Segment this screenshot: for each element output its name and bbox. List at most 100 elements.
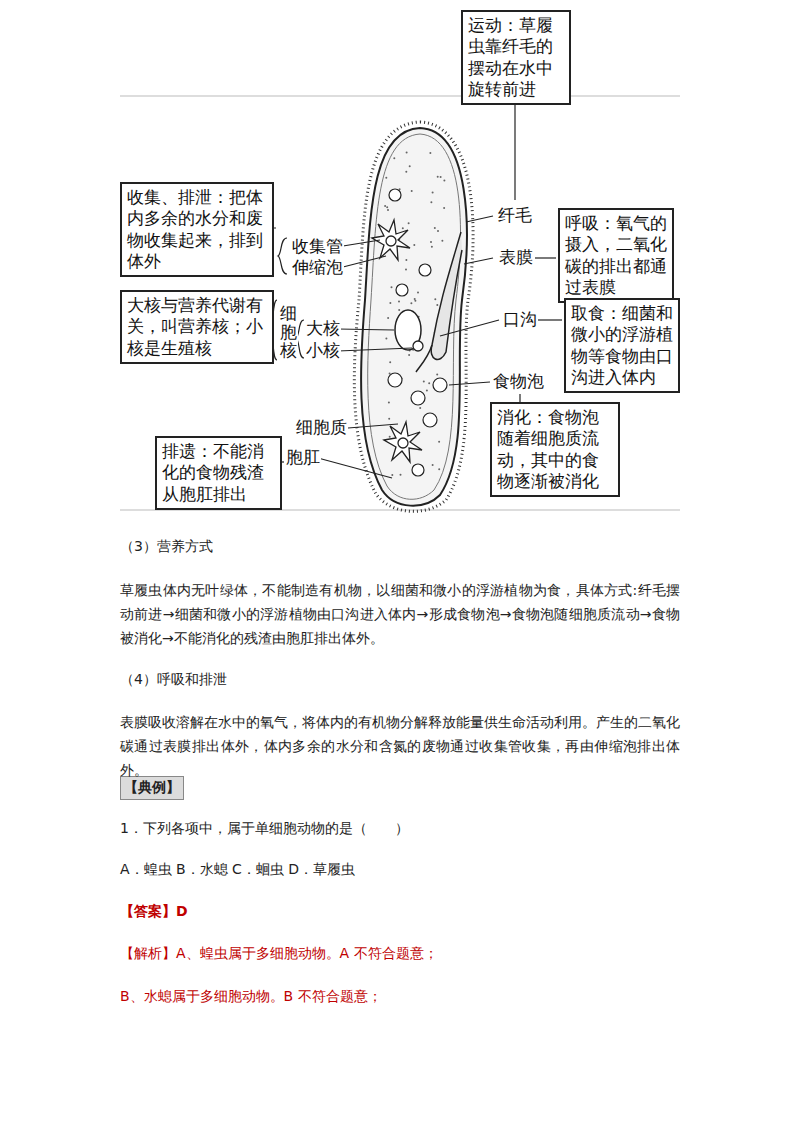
food-vacuole bbox=[412, 464, 424, 476]
granule bbox=[402, 227, 404, 229]
cilia bbox=[354, 122, 473, 511]
granule bbox=[410, 302, 412, 304]
part-label: 口沟 bbox=[502, 309, 538, 329]
granule bbox=[391, 474, 393, 476]
callout-box: 消化：食物泡随着细胞质流动，其中的食物逐渐被消化 bbox=[490, 402, 620, 497]
granule bbox=[428, 382, 430, 384]
analysis: 【解析】A、蝗虫属于多细胞动物。A 不符合题意； bbox=[120, 941, 438, 965]
callout-box: 大核与营养代谢有关，叫营养核；小核是生殖核 bbox=[120, 290, 274, 364]
food-vacuole bbox=[396, 284, 408, 296]
granule bbox=[440, 176, 442, 178]
leader-line bbox=[440, 320, 499, 336]
granule bbox=[441, 240, 443, 242]
callout-text: 大核与营养代谢有关，叫营养核；小核是生殖核 bbox=[127, 295, 267, 359]
callout-box: 取食：细菌和微小的浮游植物等食物由口沟进入体内 bbox=[564, 298, 680, 393]
callout-box: 运动：草履虫靠纤毛的摆动在水中旋转前进 bbox=[461, 10, 571, 105]
part-label: 食物泡 bbox=[492, 371, 545, 391]
granule bbox=[430, 201, 432, 203]
granule bbox=[406, 151, 408, 153]
granule bbox=[419, 407, 421, 409]
vacuole-star bbox=[384, 422, 422, 462]
oral-groove bbox=[431, 232, 462, 359]
callout-text: 消化：食物泡随着细胞质流动，其中的食物逐渐被消化 bbox=[497, 407, 613, 492]
food-vacuole bbox=[423, 413, 437, 427]
granule bbox=[431, 246, 433, 248]
analysis: B、水螅属于多细胞动物。B 不符合题意； bbox=[120, 984, 382, 1008]
part-label: 细胞质 bbox=[295, 417, 348, 437]
leader-line bbox=[318, 458, 392, 478]
granule bbox=[414, 298, 416, 300]
granule bbox=[434, 227, 436, 229]
granule bbox=[405, 171, 407, 173]
leader-line bbox=[535, 257, 556, 258]
granule bbox=[408, 354, 410, 356]
granule bbox=[411, 190, 413, 192]
granule bbox=[417, 292, 419, 294]
brace bbox=[278, 238, 287, 274]
food-vacuole bbox=[411, 391, 425, 405]
leader-line bbox=[338, 348, 412, 351]
granule bbox=[389, 436, 391, 438]
granule bbox=[386, 206, 388, 208]
granule bbox=[436, 374, 438, 376]
granule bbox=[423, 381, 425, 383]
granule bbox=[432, 192, 434, 194]
part-label: 细胞核 bbox=[279, 304, 298, 360]
callout-box: 排遗：不能消化的食物残渣从胞肛排出 bbox=[155, 436, 282, 510]
food-vacuole bbox=[433, 378, 447, 392]
part-label: 纤毛 bbox=[497, 205, 533, 225]
answer: 【答案】D bbox=[120, 899, 188, 923]
leader-line bbox=[519, 394, 520, 402]
paragraph: 草履虫体内无叶绿体，不能制造有机物，以细菌和微小的浮游植物为食，具体方式:纤毛摆… bbox=[120, 578, 680, 650]
granule bbox=[389, 302, 391, 304]
granule bbox=[389, 361, 391, 363]
image-frame bbox=[120, 96, 680, 510]
granule bbox=[430, 241, 432, 243]
leader-line bbox=[514, 104, 515, 200]
cytoplasm-granules bbox=[384, 151, 445, 476]
leader-line bbox=[464, 258, 493, 264]
options: A．蝗虫 B．水螅 C．蛔虫 D．草履虫 bbox=[120, 857, 355, 881]
granule bbox=[405, 269, 407, 271]
section-heading: （3）营养方式 bbox=[120, 534, 213, 558]
food-vacuole bbox=[389, 189, 401, 201]
granule bbox=[398, 301, 400, 303]
vacuole-center bbox=[386, 236, 396, 246]
granule bbox=[426, 389, 428, 391]
granule bbox=[385, 177, 387, 179]
granule bbox=[409, 165, 411, 167]
granule bbox=[400, 474, 402, 476]
part-label: 胞肛 bbox=[285, 447, 321, 467]
callout-text: 排遗：不能消化的食物残渣从胞肛排出 bbox=[162, 441, 275, 505]
granule bbox=[429, 152, 431, 154]
granule bbox=[408, 222, 410, 224]
leader-line bbox=[343, 256, 386, 267]
granule bbox=[413, 244, 415, 246]
callout-text: 呼吸：氧气的摄入，二氧化碳的排出都通过表膜 bbox=[565, 213, 667, 298]
granule bbox=[393, 157, 395, 159]
part-label: 伸缩泡 bbox=[291, 257, 344, 277]
granule bbox=[384, 205, 386, 207]
paragraph: 表膜吸收溶解在水中的氧气，将体内的有机物分解释放能量供生命活动利用。产生的二氧化… bbox=[120, 710, 680, 782]
callout-text: 收集、排泄：把体内多余的水分和废物收集起来，排到体外 bbox=[127, 187, 267, 272]
granule bbox=[405, 259, 407, 261]
granule bbox=[388, 402, 390, 404]
micronucleus bbox=[413, 341, 423, 351]
granule bbox=[443, 179, 445, 181]
cell-membrane bbox=[361, 128, 467, 506]
granule bbox=[391, 286, 393, 288]
food-vacuole bbox=[388, 373, 402, 387]
granule bbox=[387, 209, 389, 211]
question: 1．下列各项中，属于单细胞动物的是（ ） bbox=[120, 816, 409, 840]
granule bbox=[434, 298, 436, 300]
granule bbox=[385, 338, 387, 340]
contractile-vacuole bbox=[384, 422, 422, 462]
granule bbox=[436, 304, 438, 306]
leader-line bbox=[338, 329, 394, 330]
vacuole-center bbox=[398, 438, 408, 448]
part-label: 收集管 bbox=[291, 236, 344, 256]
section-tag: 【典例】 bbox=[120, 776, 184, 800]
leader-line bbox=[538, 319, 562, 320]
food-vacuole bbox=[419, 264, 431, 276]
